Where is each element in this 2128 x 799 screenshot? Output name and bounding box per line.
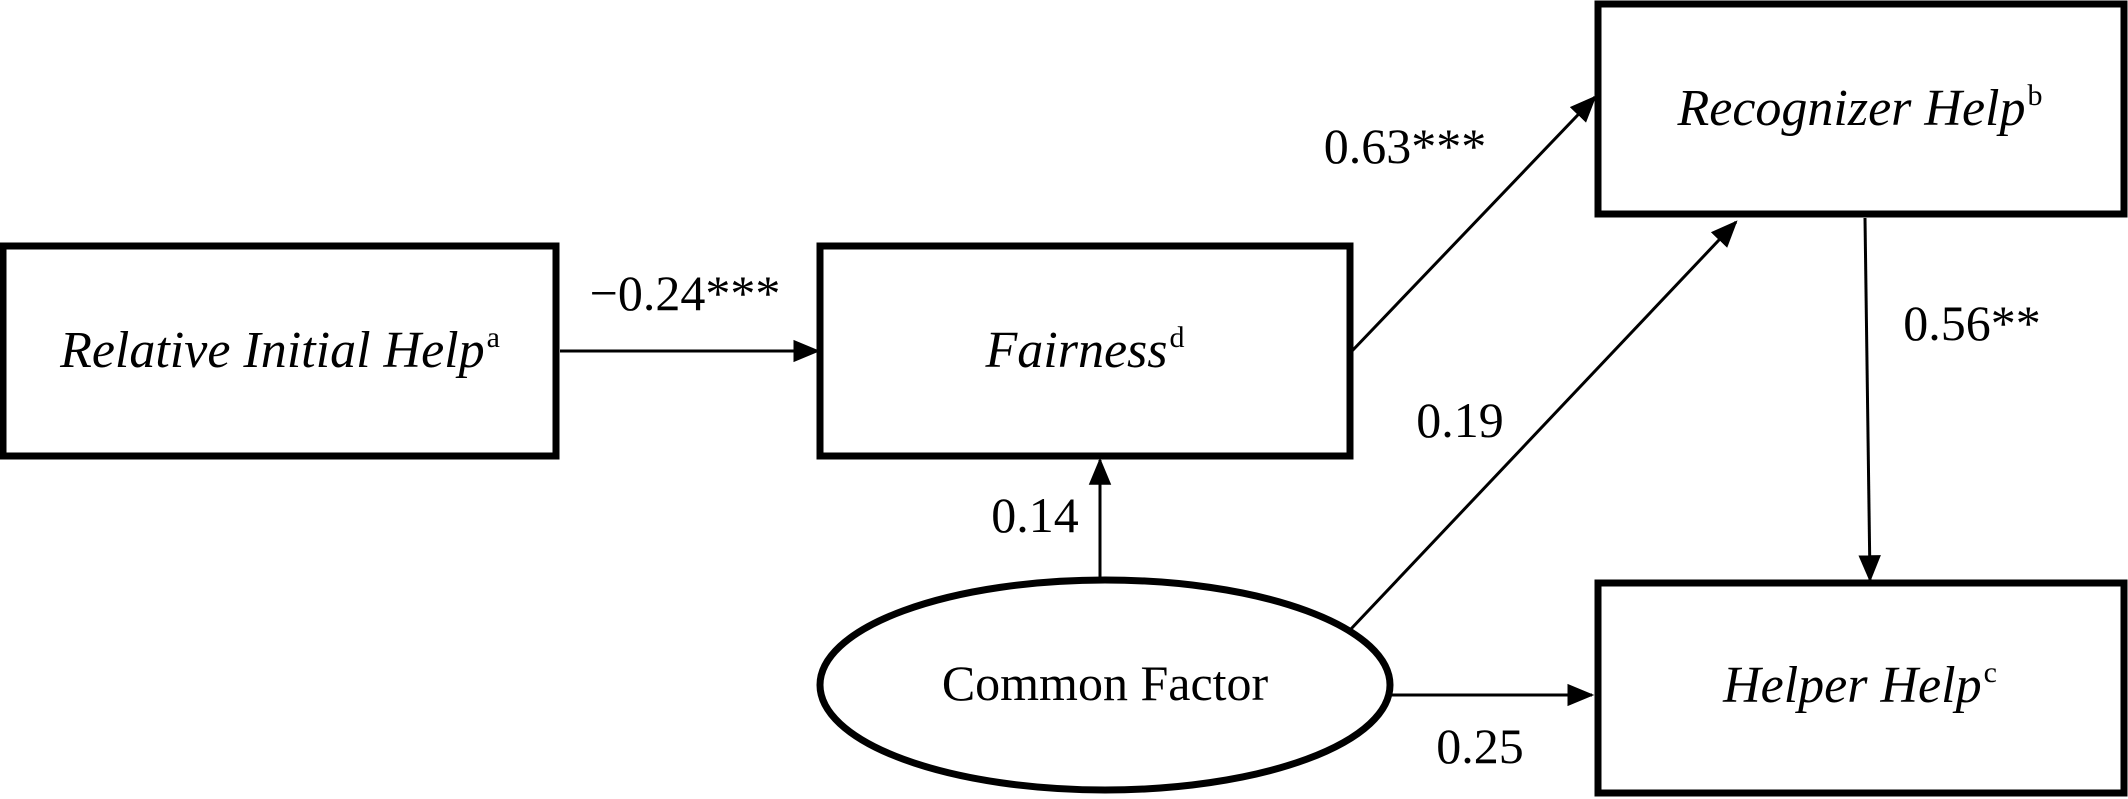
label-common-factor: Common Factor [942, 655, 1269, 711]
coef-recognizer-to-helper: 0.56** [1903, 295, 2041, 351]
edge-recognizer-to-helper [1858, 217, 1881, 583]
node-relative-initial-help [0, 242, 560, 460]
coef-initial-to-fairness: −0.24*** [590, 265, 781, 321]
label-fairness: Fairnessd [985, 321, 1185, 379]
coef-fairness-to-recognizer: 0.63*** [1324, 118, 1487, 174]
coef-common-to-recognizer: 0.19 [1416, 392, 1504, 448]
label-helper-help: Helper Helpc [1722, 656, 1997, 714]
node-fairness [816, 242, 1354, 460]
node-common-factor [816, 576, 1394, 794]
label-recognizer-help: Recognizer Helpb [1676, 79, 2042, 137]
coef-common-to-helper: 0.25 [1436, 718, 1524, 774]
edge-common-to-recognizer [1348, 220, 1738, 632]
node-recognizer-help [1594, 0, 2128, 218]
edge-fairness-to-recognizer [1350, 95, 1597, 353]
coef-common-to-fairness: 0.14 [991, 487, 1079, 543]
node-helper-help [1594, 579, 2128, 797]
label-relative-initial-help: Relative Initial Helpa [59, 321, 500, 379]
